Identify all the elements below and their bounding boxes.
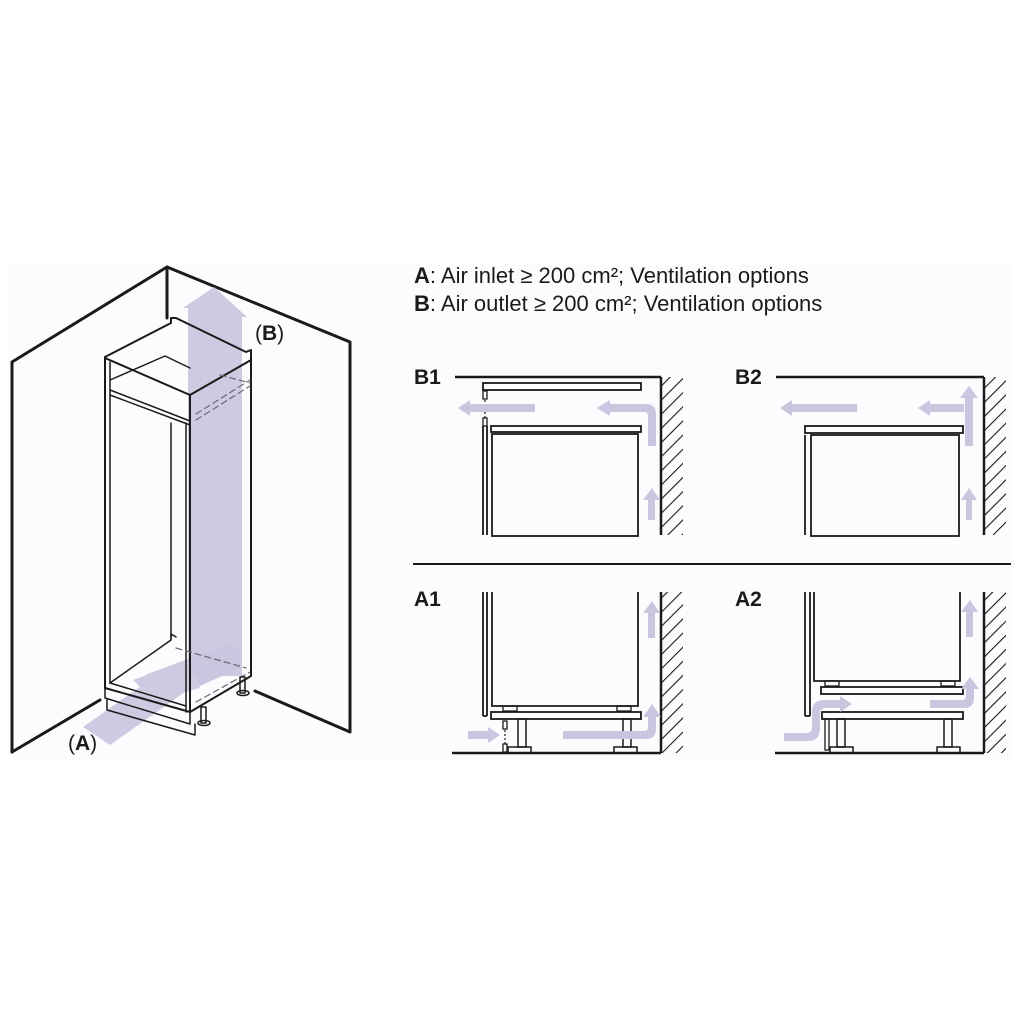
legend: A: Air inlet ≥ 200 cm²; Ventilation opti… xyxy=(414,262,822,318)
legend-key-a: A xyxy=(414,263,430,288)
legend-inlet: A: Air inlet ≥ 200 cm²; Ventilation opti… xyxy=(414,262,822,290)
paren-close: ) xyxy=(277,322,285,345)
left-wall xyxy=(10,265,169,754)
outlet-label: (B) xyxy=(255,322,284,346)
detail-a1 xyxy=(452,592,683,755)
label-a2: A2 xyxy=(735,588,762,611)
detail-b2 xyxy=(776,375,1006,537)
legend-outlet: B: Air outlet ≥ 200 cm²; Ventilation opt… xyxy=(414,290,822,318)
paren-open: ( xyxy=(255,322,262,345)
label-b2: B2 xyxy=(735,366,762,389)
inlet-label: (A) xyxy=(68,732,97,756)
detail-b1 xyxy=(455,375,683,537)
legend-key-b: B xyxy=(414,291,430,316)
right-wall xyxy=(165,265,352,734)
airflow-arrow-inlet xyxy=(83,645,240,745)
legend-text-b: : Air outlet ≥ 200 cm²; Ventilation opti… xyxy=(429,291,823,316)
label-a1: A1 xyxy=(414,588,441,611)
label-b1: B1 xyxy=(414,366,441,389)
detail-a2 xyxy=(775,592,1006,755)
outlet-key: B xyxy=(262,322,278,345)
paren-close: ) xyxy=(90,732,98,755)
perspective-view xyxy=(10,265,352,754)
inlet-key: A xyxy=(75,732,91,755)
legend-text-a: : Air inlet ≥ 200 cm²; Ventilation optio… xyxy=(429,263,809,288)
paren-open: ( xyxy=(68,732,75,755)
